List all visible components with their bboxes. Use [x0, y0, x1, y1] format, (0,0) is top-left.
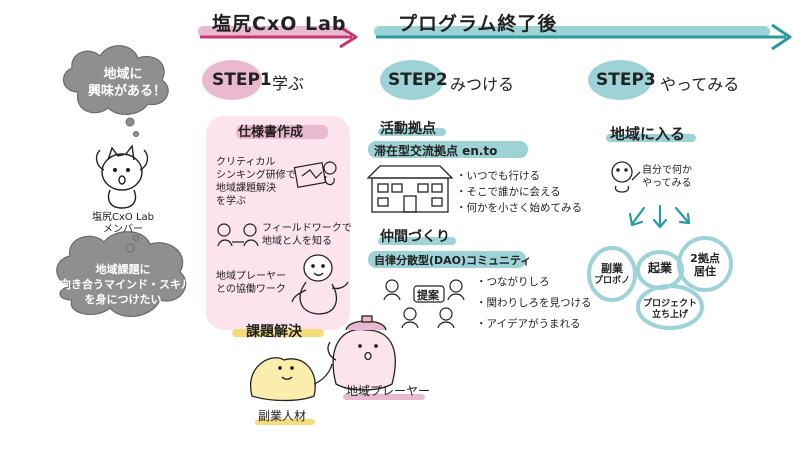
banner-arrow-lab	[198, 25, 358, 49]
community-sub-bg	[368, 251, 526, 268]
community-title: 仲間づくり	[380, 229, 450, 245]
local-player-figure-top	[291, 254, 349, 315]
base-title-underline	[378, 128, 446, 136]
outcome-dual-bubble	[677, 236, 733, 292]
side-talent-figure	[249, 357, 333, 402]
outcome-side-pro: 副業 プロボノ	[592, 262, 632, 288]
outcome-line: 副業	[601, 262, 623, 275]
proposal-label: 提案	[417, 289, 439, 302]
step1-item-line: 地域プレーヤー	[216, 271, 286, 282]
base-title: 活動拠点	[380, 121, 436, 137]
step3-badge	[588, 60, 652, 100]
side-talent-underline	[255, 419, 315, 425]
step1-item-line: 地域課題解決	[216, 183, 276, 194]
thought-bottom-line: を身につけたい	[84, 293, 162, 306]
base-bullets: ・いつでも行ける ・そこで誰かに会える ・何かを小さく始めてみる	[456, 168, 582, 216]
base-bullet: ・何かを小さく始めてみる	[456, 202, 582, 214]
step1-item-line: クリティカル	[216, 157, 276, 168]
step2-label: STEP2	[388, 70, 448, 90]
step1-item-line: を学ぶ	[216, 196, 246, 207]
community-bullet: ・関わりしろを見つける	[476, 297, 592, 309]
enter-region-title: 地域に入る	[610, 125, 686, 143]
step1-item-collab: 地域プレーヤー との協働ワーク	[216, 270, 286, 296]
thought-top-line: 地域に	[103, 67, 143, 82]
local-player-label: 地域プレーヤー	[346, 384, 431, 398]
banner-arrow-after	[374, 23, 792, 51]
member-role: メンバー	[103, 224, 143, 235]
community-bullet: ・アイデアがうまれる	[476, 318, 581, 330]
thought-top-text: 地域に 興味がある！	[88, 66, 167, 100]
member-name: 塩尻CxO Lab	[92, 212, 154, 223]
community-subtitle: 自律分散型(DAO)コミュニティ	[374, 254, 532, 267]
banner-after-label: プログラム終了後	[398, 13, 558, 35]
step1-item-line: 地域と人を知る	[262, 236, 332, 247]
step1-label: STEP1	[212, 70, 272, 90]
down-arrows	[628, 204, 691, 229]
outcome-line: 立ち上げ	[651, 310, 688, 320]
member-caption: 塩尻CxO Lab メンバー	[88, 212, 158, 236]
study-icon	[293, 161, 337, 188]
outcome-line: 2拠点	[690, 252, 720, 265]
step1-panel-title-bg	[236, 125, 328, 139]
team-icon	[383, 279, 465, 329]
thought-bottom-line: 向き合うマインド・スキル	[60, 278, 192, 291]
step1-item-study: クリティカル シンキング研修で 地域課題解決 を学ぶ	[216, 156, 296, 208]
step2-title: みつける	[450, 75, 515, 94]
side-talent-label: 副業人材	[258, 409, 307, 423]
building-icon	[366, 165, 454, 213]
outcome-line: プロジェクト	[642, 299, 697, 309]
doer-caption-line: やってみる	[642, 178, 692, 189]
outcome-line: 居住	[694, 265, 716, 278]
step1-badge	[202, 60, 262, 100]
community-bullets: ・つながりしろ ・関わりしろを見つける ・アイデアがうまれる	[476, 272, 592, 335]
local-player-underline	[343, 394, 425, 400]
thought-bottom-text: 地域課題に 向き合うマインド・スキル を身につけたい	[60, 262, 192, 307]
step1-item-line: との協働ワーク	[216, 284, 286, 295]
step3-title: やってみる	[660, 75, 740, 94]
step1-item-fieldwork: フィールドワークで 地域と人を知る	[262, 222, 352, 248]
outcome-project: プロジェクト 立ち上げ	[642, 299, 698, 321]
thought-cloud-top	[62, 45, 169, 137]
base-sub-bg	[368, 141, 528, 158]
base-bullet: ・そこで誰かに会える	[456, 186, 561, 198]
solution-underline	[232, 329, 324, 337]
local-player-figure-bottom	[327, 315, 396, 391]
outcome-side-pro-bubble	[587, 246, 637, 302]
step1-item-line: シンキング研修で	[216, 170, 296, 181]
community-bullet: ・つながりしろ	[476, 276, 550, 288]
solution-title: 課題解決	[246, 324, 302, 340]
outcome-line: プロボノ	[593, 276, 630, 286]
base-subtitle: 滞在型交流拠点 en.to	[374, 144, 498, 158]
step1-title: 学ぶ	[272, 74, 305, 93]
doer-caption-line: 自分で何か	[642, 165, 692, 176]
outcome-project-bubble	[636, 284, 704, 330]
thought-top-line: 興味がある！	[88, 84, 167, 99]
step1-panel-title: 仕様書作成	[238, 125, 304, 140]
base-bullet: ・いつでも行ける	[456, 170, 540, 182]
outcome-dual: 2拠点 居住	[684, 252, 726, 278]
fieldwork-icon	[217, 223, 259, 247]
step1-item-line: フィールドワークで	[262, 223, 352, 234]
enter-region-underline	[606, 134, 696, 142]
doer-figure	[611, 161, 641, 193]
member-figure	[95, 144, 149, 209]
step2-badge	[380, 60, 444, 100]
community-title-underline	[378, 237, 456, 245]
thought-cloud-bottom	[56, 231, 187, 317]
doer-caption: 自分で何か やってみる	[642, 164, 692, 190]
outcome-startup: 起業	[647, 261, 672, 275]
step3-label: STEP3	[596, 70, 656, 90]
banner-lab-label: 塩尻CxO Lab	[212, 13, 347, 35]
thought-bottom-line: 地域課題に	[95, 263, 151, 276]
